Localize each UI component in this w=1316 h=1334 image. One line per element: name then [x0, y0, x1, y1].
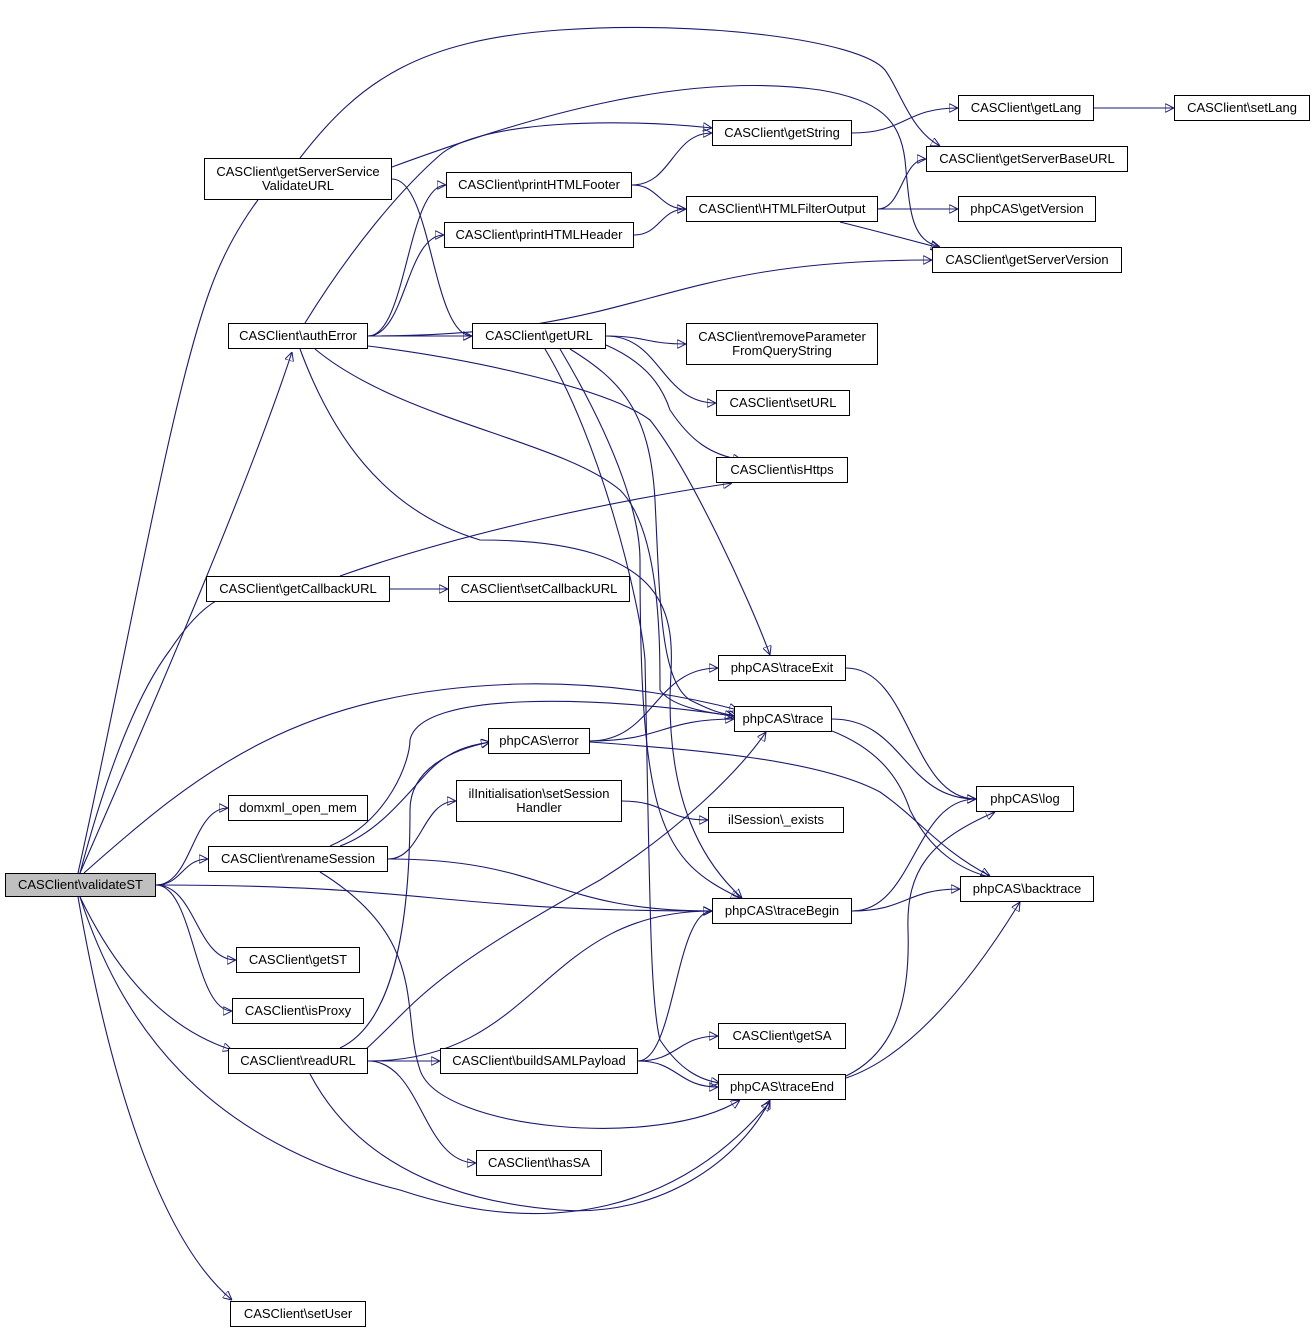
- edge-get-url-to-trace-begin: [559, 348, 740, 898]
- node-print-htmlfooter[interactable]: CASClient\printHTMLFooter: [446, 172, 632, 198]
- edge-print-htmlfooter-to-get-string: [631, 133, 712, 186]
- edge-get-server-service-validate-url-to-get-server-version: [391, 84, 940, 247]
- edge-validate-st-to-rename-session: [155, 859, 208, 886]
- node-get-server-base-url[interactable]: CASClient\getServerBaseURL: [926, 146, 1128, 172]
- node-trace-begin[interactable]: phpCAS\traceBegin: [712, 898, 852, 924]
- edge-read-url-to-trace-begin: [367, 911, 712, 1062]
- node-get-sa[interactable]: CASClient\getSA: [718, 1023, 846, 1049]
- edge-htmlfilter-output-to-get-server-version: [839, 221, 940, 248]
- node-get-version[interactable]: phpCAS\getVersion: [958, 196, 1096, 222]
- edge-trace-to-log: [831, 718, 976, 799]
- node-set-lang[interactable]: CASClient\setLang: [1174, 95, 1310, 121]
- node-build-samlpayload[interactable]: CASClient\buildSAMLPayload: [440, 1048, 638, 1074]
- node-trace-exit[interactable]: phpCAS\traceExit: [718, 655, 846, 681]
- edge-build-samlpayload-to-trace-end: [637, 1060, 718, 1087]
- edge-read-url-to-trace: [364, 732, 766, 1051]
- edge-get-string-to-get-lang: [851, 108, 958, 134]
- edge-build-samlpayload-to-trace-begin: [637, 911, 713, 1062]
- node-set-url[interactable]: CASClient\setURL: [716, 390, 850, 416]
- node-domxml-open-mem[interactable]: domxml_open_mem: [228, 795, 368, 821]
- edge-trace-exit-to-log: [845, 667, 976, 799]
- edge-auth-error-to-print-htmlfooter: [367, 185, 446, 337]
- edge-auth-error-to-get-server-version: [367, 260, 932, 337]
- edge-get-url-to-set-url: [605, 335, 716, 403]
- edge-validate-st-to-trace-begin: [155, 884, 712, 911]
- edge-validate-st-to-get-st: [155, 884, 236, 960]
- edge-read-url-to-trace-end: [309, 1073, 770, 1212]
- node-set-callback-url[interactable]: CASClient\setCallbackURL: [448, 576, 630, 602]
- node-backtrace[interactable]: phpCAS\backtrace: [960, 876, 1094, 902]
- node-validate-st: CASClient\validateST: [5, 873, 156, 897]
- edge-validate-st-to-set-user: [77, 896, 232, 1300]
- edge-rename-session-to-trace-begin: [387, 858, 712, 911]
- edge-auth-error-to-trace-exit: [367, 345, 770, 655]
- edge-read-url-to-has-sa: [367, 1060, 476, 1163]
- edge-print-htmlfooter-to-htmlfilter-output: [631, 184, 686, 209]
- edge-trace-begin-to-log: [851, 799, 976, 912]
- edge-auth-error-to-print-htmlheader: [367, 235, 444, 337]
- edge-rename-session-to-trace: [329, 700, 734, 847]
- node-get-st[interactable]: CASClient\getST: [236, 947, 360, 973]
- edge-error-to-trace-exit: [589, 668, 718, 742]
- edge-get-url-to-is-https: [605, 344, 742, 460]
- node-rename-session[interactable]: CASClient\renameSession: [208, 846, 388, 872]
- edge-validate-st-to-domxml-open-mem: [155, 808, 228, 886]
- edge-validate-st-to-auth-error: [79, 352, 292, 874]
- edge-rename-session-to-set-session-handler: [387, 801, 456, 860]
- node-log[interactable]: phpCAS\log: [976, 786, 1074, 812]
- edge-get-url-to-trace: [569, 348, 738, 716]
- node-trace[interactable]: phpCAS\trace: [734, 706, 832, 732]
- edge-validate-st-to-read-url: [79, 896, 232, 1050]
- edge-set-session-handler-to-session-exists: [621, 800, 708, 820]
- edge-htmlfilter-output-to-get-server-base-url: [877, 159, 927, 210]
- node-session-exists[interactable]: ilSession\_exists: [708, 807, 844, 833]
- edge-validate-st-to-get-callback-url: [79, 595, 230, 874]
- edge-rename-session-to-trace-end: [319, 871, 740, 1129]
- edge-auth-error-to-get-string: [304, 122, 712, 324]
- edge-get-url-to-trace-end: [544, 348, 720, 1083]
- edge-validate-st-to-is-proxy: [155, 884, 232, 1011]
- edge-build-samlpayload-to-get-sa: [637, 1036, 718, 1062]
- edge-get-callback-url-to-is-https: [339, 483, 732, 577]
- edge-validate-st-to-trace: [83, 683, 738, 874]
- edge-trace-end-to-log: [845, 812, 995, 1077]
- node-get-lang[interactable]: CASClient\getLang: [958, 95, 1094, 121]
- edge-auth-error-to-trace: [314, 348, 734, 716]
- node-error[interactable]: phpCAS\error: [488, 728, 590, 754]
- node-print-htmlheader[interactable]: CASClient\printHTMLHeader: [444, 222, 634, 248]
- node-auth-error[interactable]: CASClient\authError: [228, 323, 368, 349]
- node-set-session-handler[interactable]: ilInitialisation\setSession Handler: [456, 780, 622, 822]
- node-get-server-version[interactable]: CASClient\getServerVersion: [932, 247, 1122, 273]
- edge-error-to-backtrace: [589, 741, 990, 876]
- edge-get-url-to-remove-parameter-from-query-string: [605, 335, 686, 344]
- edge-rename-session-to-error: [339, 742, 490, 847]
- node-remove-parameter-from-query-string[interactable]: CASClient\removeParameter FromQueryStrin…: [686, 323, 878, 365]
- edge-error-to-trace: [589, 719, 734, 742]
- edge-print-htmlheader-to-htmlfilter-output: [633, 209, 686, 236]
- edge-trace-end-to-backtrace: [845, 902, 1020, 1079]
- node-is-https[interactable]: CASClient\isHttps: [716, 457, 848, 483]
- edge-auth-error-to-trace-begin: [299, 348, 742, 898]
- edge-get-server-service-validate-url-to-get-url: [391, 178, 472, 336]
- node-is-proxy[interactable]: CASClient\isProxy: [232, 998, 364, 1024]
- edge-validate-st-to-get-server-service-validate-url: [77, 172, 281, 874]
- edge-trace-begin-to-backtrace: [851, 889, 960, 912]
- node-get-server-service-validate-url[interactable]: CASClient\getServerService ValidateURL: [204, 158, 392, 200]
- node-read-url[interactable]: CASClient\readURL: [228, 1048, 368, 1074]
- edge-validate-st-to-trace-end: [79, 896, 770, 1214]
- node-get-string[interactable]: CASClient\getString: [712, 120, 852, 146]
- node-htmlfilter-output[interactable]: CASClient\HTMLFilterOutput: [686, 196, 878, 222]
- node-get-url[interactable]: CASClient\getURL: [472, 323, 606, 349]
- node-set-user[interactable]: CASClient\setUser: [230, 1301, 366, 1327]
- node-get-callback-url[interactable]: CASClient\getCallbackURL: [206, 576, 390, 602]
- edge-trace-to-backtrace: [831, 730, 990, 877]
- edge-read-url-to-error: [339, 742, 490, 1049]
- node-trace-end[interactable]: phpCAS\traceEnd: [718, 1074, 846, 1100]
- edge-get-server-service-validate-url-to-get-server-base-url: [299, 26, 940, 159]
- node-has-sa[interactable]: CASClient\hasSA: [476, 1150, 602, 1176]
